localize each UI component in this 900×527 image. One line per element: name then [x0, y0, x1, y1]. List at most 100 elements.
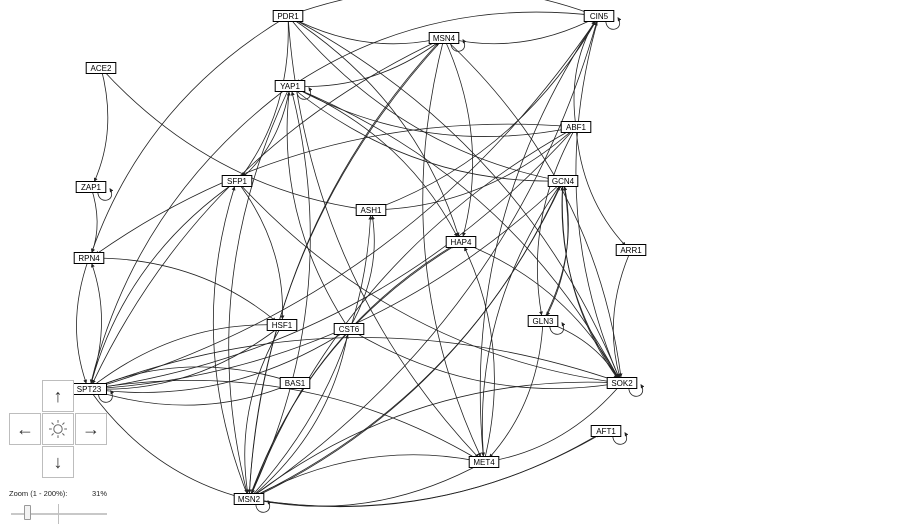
edge-msn2-to-ash1: [248, 215, 373, 500]
node-sfp1[interactable]: SFP1: [221, 175, 253, 187]
node-pdr1[interactable]: PDR1: [272, 10, 304, 22]
node-box[interactable]: [221, 175, 253, 187]
edge-spt23-to-bas1: [88, 384, 288, 406]
node-gcn4[interactable]: GCN4: [547, 175, 579, 187]
node-box[interactable]: [606, 377, 638, 389]
node-box[interactable]: [547, 175, 579, 187]
node-label: YAP1: [280, 82, 300, 91]
pan-right-button[interactable]: →: [75, 413, 107, 445]
edge-msn2-to-yap1: [248, 91, 311, 500]
node-box[interactable]: [445, 236, 477, 248]
edge-sfp1-to-spt23: [90, 180, 238, 384]
node-box[interactable]: [615, 244, 647, 256]
node-box[interactable]: [75, 181, 107, 193]
node-label: ACE2: [91, 64, 112, 73]
edge-abf1-to-spt23: [96, 126, 577, 390]
edge-pdr1-to-msn4: [287, 15, 437, 45]
pan-left-button[interactable]: ←: [9, 413, 41, 445]
node-label: MSN2: [238, 495, 261, 504]
edge-pdr1-to-rpn4: [90, 15, 289, 253]
pan-down-button[interactable]: ↓: [42, 446, 74, 478]
edge-layer: [76, 0, 645, 513]
edge-abf1-to-cin5: [573, 20, 596, 128]
node-box[interactable]: [272, 10, 304, 22]
node-gln3[interactable]: GLN3: [527, 315, 559, 327]
zoom-slider-track[interactable]: [11, 513, 107, 515]
self-loop-spt23: [98, 390, 115, 403]
edge-msn2-to-gcn4: [248, 186, 561, 500]
node-box[interactable]: [274, 80, 306, 92]
node-rpn4[interactable]: RPN4: [73, 252, 105, 264]
zoom-slider-tick: [58, 504, 59, 524]
edge-met4-to-hap4: [464, 247, 495, 463]
edge-sok2-to-gcn4: [560, 186, 623, 384]
node-box[interactable]: [560, 121, 592, 133]
edge-cin5-to-msn4: [451, 15, 600, 45]
edge-pdr1-to-cin5: [287, 0, 592, 17]
node-box[interactable]: [583, 10, 615, 22]
node-box[interactable]: [590, 425, 622, 437]
node-yap1[interactable]: YAP1: [274, 80, 306, 92]
node-label: GCN4: [552, 177, 575, 186]
edge-rpn4-to-hsf1: [88, 257, 277, 322]
node-box[interactable]: [355, 204, 387, 216]
edge-hap4-to-msn2: [251, 241, 462, 494]
node-hap4[interactable]: HAP4: [445, 236, 477, 248]
edge-gln3-to-met4: [489, 320, 544, 458]
node-box[interactable]: [73, 252, 105, 264]
node-ace2[interactable]: ACE2: [85, 62, 117, 74]
node-box[interactable]: [333, 323, 365, 335]
node-msn4[interactable]: MSN4: [428, 32, 460, 44]
edge-msn2-to-sfp1: [212, 186, 250, 500]
edge-msn4-to-met4: [422, 37, 481, 457]
edge-aft1-to-msn2: [256, 430, 607, 508]
node-box[interactable]: [85, 62, 117, 74]
node-box[interactable]: [527, 315, 559, 327]
node-ash1[interactable]: ASH1: [355, 204, 387, 216]
node-box[interactable]: [428, 32, 460, 44]
edge-pdr1-to-hap4: [287, 15, 460, 237]
node-label: RPN4: [78, 254, 100, 263]
node-box[interactable]: [279, 377, 311, 389]
edge-arr1-to-sok2: [612, 249, 632, 378]
self-loop-msn2: [255, 500, 272, 513]
edge-ace2-to-zap1: [93, 67, 109, 182]
zoom-slider-thumb[interactable]: [24, 505, 31, 520]
edge-cst6-to-ash1: [348, 215, 375, 330]
edge-msn2-to-cin5: [248, 21, 598, 500]
pan-up-button[interactable]: ↑: [42, 380, 74, 412]
edge-msn4-to-sok2: [443, 37, 623, 378]
node-zap1[interactable]: ZAP1: [75, 181, 107, 193]
node-label: PDR1: [277, 12, 299, 21]
arrow-right-icon: →: [82, 418, 100, 439]
edge-spt23-to-rpn4: [88, 263, 102, 390]
node-label: BAS1: [285, 379, 306, 388]
node-abf1[interactable]: ABF1: [560, 121, 592, 133]
node-sok2[interactable]: SOK2: [606, 377, 638, 389]
edge-msn2-to-sok2: [248, 380, 615, 500]
edge-cst6-to-yap1: [286, 91, 350, 330]
node-label: SFP1: [227, 177, 248, 186]
node-bas1[interactable]: BAS1: [279, 377, 311, 389]
node-arr1[interactable]: ARR1: [615, 244, 647, 256]
node-box[interactable]: [233, 493, 265, 505]
node-msn2[interactable]: MSN2: [233, 493, 265, 505]
node-aft1[interactable]: AFT1: [590, 425, 622, 437]
node-met4[interactable]: MET4: [468, 456, 500, 468]
node-label: SPT23: [77, 385, 102, 394]
node-label: MET4: [473, 458, 495, 467]
edge-sfp1-to-sok2: [236, 180, 615, 384]
reset-view-button[interactable]: [42, 413, 74, 445]
edge-msn2-to-msn4: [248, 42, 439, 500]
node-cin5[interactable]: CIN5: [583, 10, 615, 22]
node-box[interactable]: [266, 319, 298, 331]
node-hsf1[interactable]: HSF1: [266, 319, 298, 331]
arrow-left-icon: ←: [16, 418, 34, 439]
node-label: MSN4: [433, 34, 456, 43]
node-box[interactable]: [468, 456, 500, 468]
edge-cin5-to-sok2: [575, 15, 620, 378]
node-cst6[interactable]: CST6: [333, 323, 365, 335]
edge-msn2-to-aft1: [248, 433, 600, 507]
